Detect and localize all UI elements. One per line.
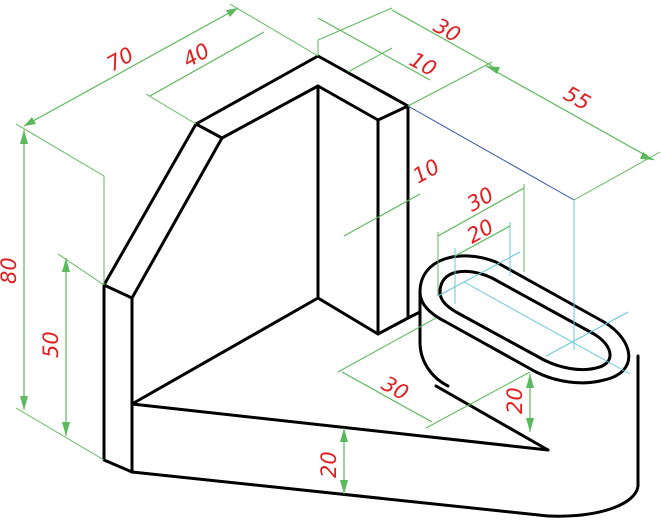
arrow-55-left <box>486 66 500 74</box>
ext-80-bottom <box>15 407 105 461</box>
dimline-30-slot <box>437 187 525 237</box>
ext-55-left <box>407 61 493 107</box>
label-70: 70 <box>103 42 138 76</box>
rib-lower-step <box>406 310 422 320</box>
label-30-top: 30 <box>430 13 465 47</box>
rib-base-edge <box>316 296 380 336</box>
chamfer-face <box>102 122 224 300</box>
dimline-20-slot <box>454 225 511 257</box>
slot-centerline-cross-1 <box>437 251 521 297</box>
arrow-50-bottom <box>62 422 70 436</box>
arrow-20base-top <box>340 428 348 442</box>
label-50: 50 <box>39 331 63 358</box>
dimline-40 <box>149 31 265 97</box>
back-wall-top <box>194 54 410 126</box>
base-bottom-front-edge <box>130 470 550 518</box>
dimline-70 <box>23 7 239 127</box>
slot-centerline-long <box>463 281 631 375</box>
label-40: 40 <box>179 38 214 72</box>
slot-centerline-cross-2 <box>545 311 629 357</box>
ext-70-right <box>229 3 319 57</box>
ext-30base-a <box>337 317 437 373</box>
dimline-30-base <box>341 371 433 423</box>
dimension-labels: 70 40 30 10 55 10 30 20 80 50 30 20 20 <box>0 13 595 478</box>
slot-inner-outline <box>438 269 612 372</box>
arrow-80-top <box>20 130 28 144</box>
inner-floor-edge <box>130 296 320 406</box>
arrow-50-top <box>62 258 70 272</box>
ext-40-left <box>145 93 197 125</box>
boss-right-side <box>546 354 640 518</box>
dimline-10-top <box>317 17 431 81</box>
rib-front-face <box>376 104 410 336</box>
dimline-55 <box>485 65 655 161</box>
left-wall-front-edge <box>102 283 134 474</box>
arrow-55-right <box>640 152 654 160</box>
arrow-70-left <box>24 117 36 126</box>
arrow-20right-top <box>526 374 534 388</box>
arrow-20right-bottom <box>526 418 534 432</box>
ext-30base-b <box>425 371 531 429</box>
dimension-lines <box>15 3 661 494</box>
arrow-70-right <box>226 8 238 17</box>
label-10-top: 10 <box>406 47 441 81</box>
label-30-base: 30 <box>378 371 413 405</box>
ext-55-right <box>573 151 661 201</box>
label-20-right: 20 <box>503 387 527 414</box>
boss-left-side <box>418 290 450 388</box>
label-10-mid: 10 <box>409 154 444 188</box>
label-20-base: 20 <box>317 451 341 478</box>
arrowheads <box>20 8 654 494</box>
ext-30top-a <box>317 7 393 41</box>
hidden-line-top <box>407 105 575 201</box>
ext-10top-b <box>347 47 393 73</box>
base-diagonal-edge <box>434 384 550 452</box>
object-outline <box>102 54 640 518</box>
dimline-10-mid <box>343 193 421 237</box>
base-top-front-edge <box>130 402 550 452</box>
ext-80-top <box>15 123 105 177</box>
boss-outer-top <box>418 254 631 385</box>
back-wall-inner-top <box>220 84 380 140</box>
arrow-80-bottom <box>20 396 28 410</box>
arrow-20base-bottom <box>340 480 348 494</box>
label-30-slot: 30 <box>463 182 498 216</box>
dimline-30-top <box>391 9 493 67</box>
label-80: 80 <box>0 257 21 284</box>
construction-lines <box>407 105 631 375</box>
